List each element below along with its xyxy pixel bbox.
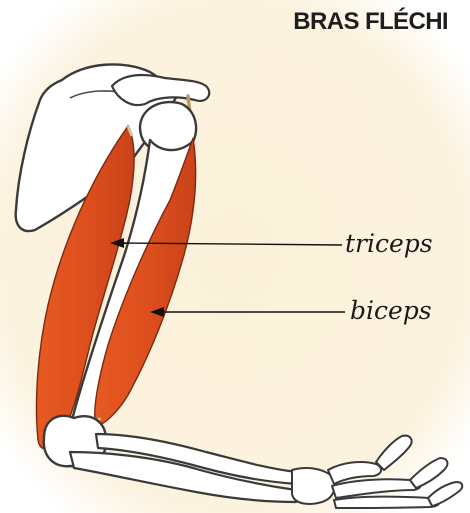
biceps-label: biceps: [350, 298, 432, 323]
page-title: BRAS FLÉCHI: [293, 8, 448, 36]
triceps-label: triceps: [345, 231, 433, 256]
